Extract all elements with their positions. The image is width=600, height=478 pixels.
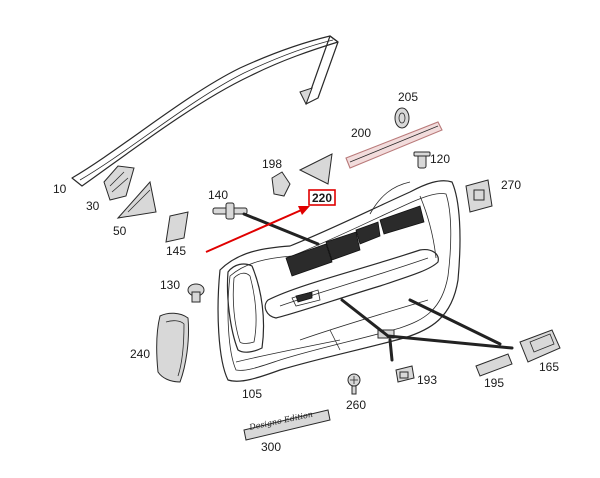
part-30-bracket xyxy=(103,165,135,201)
label-270: 270 xyxy=(501,178,521,192)
label-260: 260 xyxy=(346,398,366,412)
part-130-push-clip xyxy=(187,283,205,303)
label-220: 220 xyxy=(312,191,332,205)
highlight-arrow xyxy=(205,206,310,253)
part-300-badge: Designo Edition xyxy=(243,409,331,441)
label-105: 105 xyxy=(242,387,262,401)
part-165-handle-module xyxy=(519,329,561,363)
part-140-screw xyxy=(212,202,248,220)
label-130: 130 xyxy=(160,278,180,292)
label-195: 195 xyxy=(484,376,504,390)
part-200-trim-strip xyxy=(345,121,443,169)
part-198-clip xyxy=(271,171,291,197)
part-260-screw xyxy=(347,373,361,395)
part-145-plate xyxy=(165,211,189,243)
label-120: 120 xyxy=(430,152,450,166)
part-triangle-tweeter xyxy=(298,153,333,185)
label-50: 50 xyxy=(113,224,127,238)
label-205: 205 xyxy=(398,90,418,104)
label-198: 198 xyxy=(262,157,282,171)
label-140: 140 xyxy=(208,188,228,202)
part-10-window-trim xyxy=(71,35,339,187)
part-205-round-cap xyxy=(394,107,410,129)
label-193: 193 xyxy=(417,373,437,387)
leader-lines xyxy=(242,212,514,362)
label-300: 300 xyxy=(261,440,281,454)
label-30: 30 xyxy=(86,199,100,213)
label-10: 10 xyxy=(53,182,67,196)
callout-labels: 10 30 50 105 120 130 140 145 165 193 195… xyxy=(53,90,559,454)
part-240-cover xyxy=(156,312,189,383)
part-105-door-panel xyxy=(217,180,461,382)
part-270-clip xyxy=(465,179,493,213)
label-165: 165 xyxy=(539,360,559,374)
part-193-clip xyxy=(395,365,415,383)
label-240: 240 xyxy=(130,347,150,361)
part-120-pin xyxy=(413,151,431,169)
part-50-triangle-cover xyxy=(116,180,157,219)
part-195-cover xyxy=(475,353,513,377)
label-145: 145 xyxy=(166,244,186,258)
highlighted-part-220[interactable]: 220 xyxy=(308,189,336,206)
label-200: 200 xyxy=(351,126,371,140)
